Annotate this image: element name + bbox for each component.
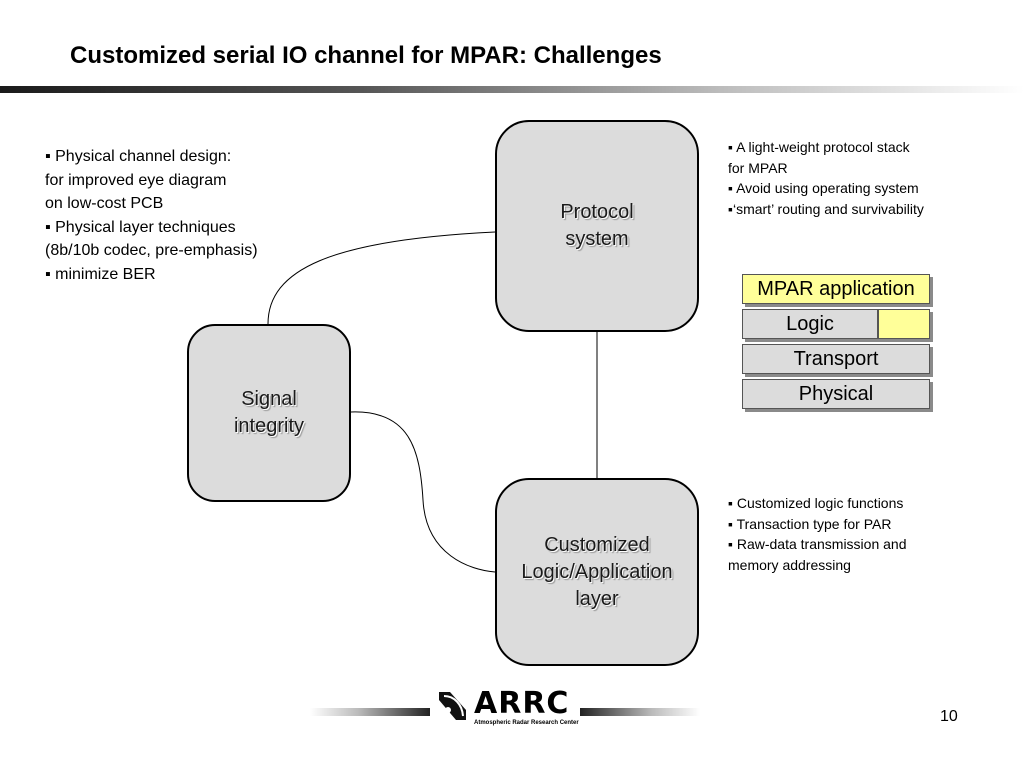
list-item: ▪ Customized logic functions <box>728 495 904 511</box>
layer-physical: Physical <box>742 379 930 409</box>
list-item: (8b/10b codec, pre-emphasis) <box>45 242 258 259</box>
list-item: ▪ Physical layer techniques <box>45 218 236 236</box>
list-item: ▪ Physical channel design: <box>45 148 232 165</box>
node-label: Signal integrity <box>233 388 305 437</box>
logo-subtitle: Atmospheric Radar Research Center <box>474 720 579 726</box>
layer-logic-extension <box>878 309 930 339</box>
list-item: ▪ Avoid using operating system <box>728 180 919 197</box>
slide-title: Customized serial IO channel for MPAR: C… <box>70 42 662 69</box>
list-item: ▪ Transaction type for PAR <box>728 515 892 532</box>
footer-bar-left <box>310 708 430 716</box>
title-underline <box>0 86 1024 93</box>
protocol-system-node: Protocol system <box>495 120 699 332</box>
list-item: ▪ A light-weight protocol stack <box>728 139 910 155</box>
layer-logic: Logic <box>742 309 878 339</box>
logo-text: ARRC <box>474 686 570 721</box>
footer-bar-right <box>580 708 700 716</box>
node-label: Customized Logic/Application layer <box>521 533 673 610</box>
page-number: 10 <box>940 708 958 725</box>
list-item: memory addressing <box>728 556 851 573</box>
list-item: ▪ minimize BER <box>45 265 156 283</box>
arrc-logo: ARRC Atmospheric Radar Research Center <box>436 686 579 730</box>
custom-logic-node: Customized Logic/Application layer <box>495 478 699 666</box>
connector-signal-custom <box>350 411 496 573</box>
list-item: ▪‘smart’ routing and survivability <box>728 200 924 217</box>
list-item: for improved eye diagram <box>45 171 227 189</box>
protocol-bullet-list: ▪ A light-weight protocol stack for MPAR… <box>728 137 1018 219</box>
protocol-stack: MPAR application Logic Transport Physica… <box>742 272 932 412</box>
list-item: for MPAR <box>728 159 788 176</box>
node-label: Protocol system <box>560 201 634 250</box>
left-bullet-list: ▪ Physical channel design: for improved … <box>45 145 325 286</box>
radar-dish-icon <box>439 692 466 720</box>
layer-transport: Transport <box>742 344 930 374</box>
signal-integrity-node: Signal integrity <box>187 324 351 502</box>
list-item: on low-cost PCB <box>45 195 164 212</box>
connector-signal-protocol <box>267 231 496 325</box>
custom-logic-bullet-list: ▪ Customized logic functions ▪ Transacti… <box>728 493 1018 575</box>
list-item: ▪ Raw-data transmission and <box>728 536 907 553</box>
layer-mpar-application: MPAR application <box>742 274 930 304</box>
